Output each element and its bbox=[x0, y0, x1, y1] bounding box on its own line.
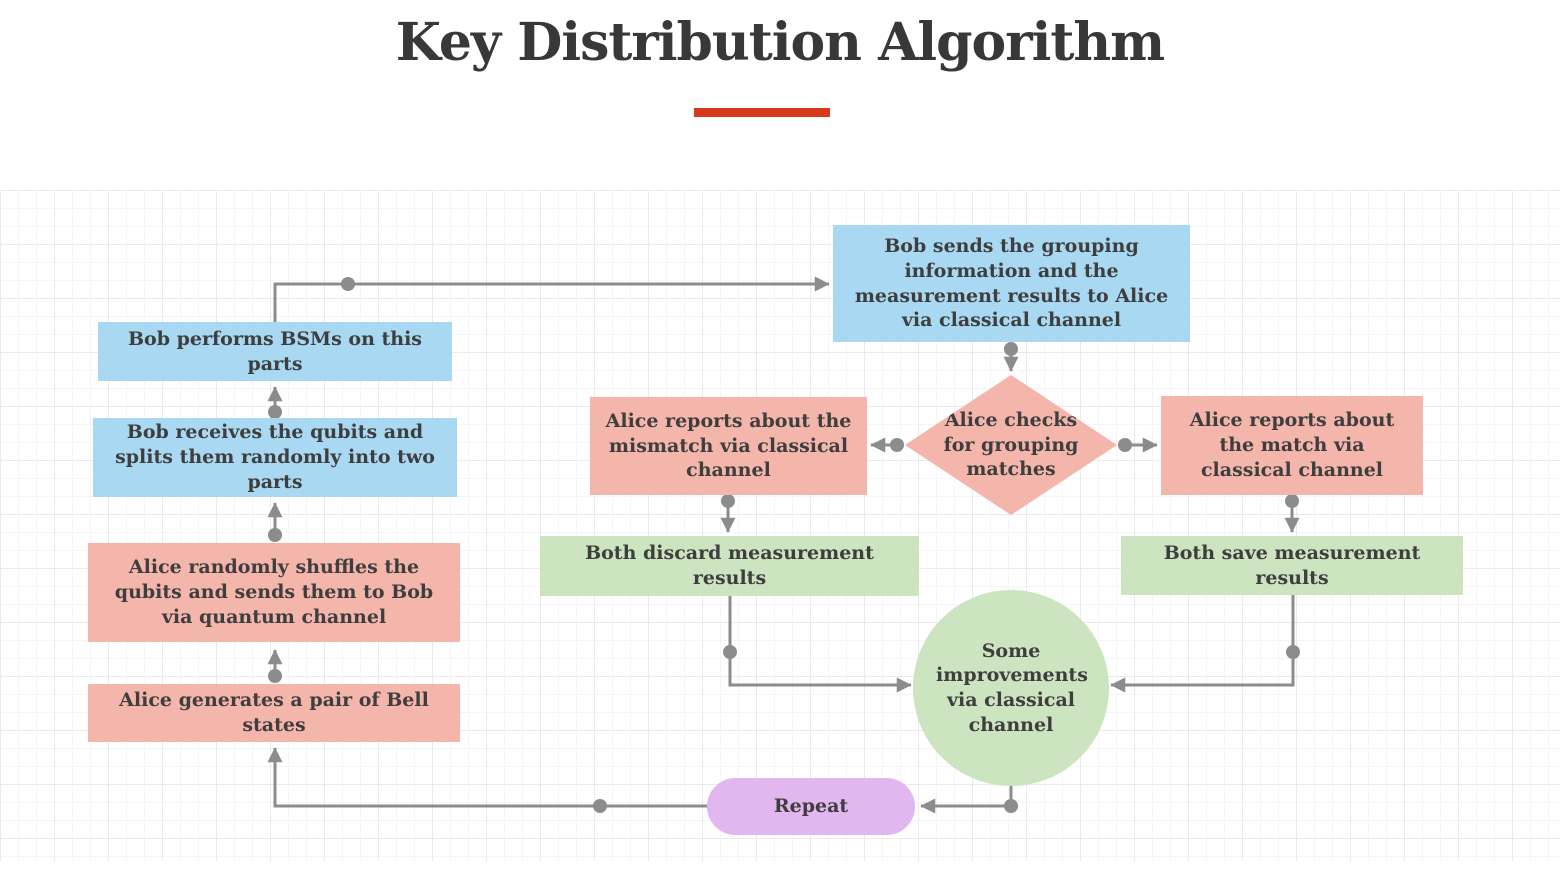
node-label: Alice generates a pair of Bell states bbox=[119, 689, 429, 736]
node-both-discard-results: Both discard measurement results bbox=[540, 536, 919, 596]
node-repeat: Repeat bbox=[707, 778, 915, 835]
node-label: Alice reports about the match via classi… bbox=[1189, 409, 1395, 481]
node-bob-performs-bsm: Bob performs BSMs on this parts bbox=[98, 322, 452, 381]
node-label: Some improvements via classical channel bbox=[936, 639, 1088, 736]
page-title: Key Distribution Algorithm bbox=[395, 12, 1165, 73]
node-improvements-classical-channel: Some improvements via classical channel bbox=[913, 590, 1109, 786]
node-alice-generates-bell-states: Alice generates a pair of Bell states bbox=[88, 684, 460, 742]
node-alice-reports-match: Alice reports about the match via classi… bbox=[1161, 396, 1423, 495]
node-label: Both discard measurement results bbox=[585, 542, 874, 589]
node-label: Both save measurement results bbox=[1163, 541, 1421, 589]
node-bob-sends-grouping-info: Bob sends the grouping information and t… bbox=[833, 225, 1190, 342]
node-label: Alice checks for grouping matches bbox=[943, 408, 1079, 481]
node-alice-reports-mismatch: Alice reports about the mismatch via cla… bbox=[590, 397, 867, 495]
node-label: Repeat bbox=[773, 795, 849, 818]
node-bob-receives-qubits: Bob receives the qubits and splits them … bbox=[93, 418, 457, 497]
title-underline bbox=[694, 108, 830, 117]
node-label: Bob sends the grouping information and t… bbox=[854, 235, 1169, 332]
node-both-save-results: Both save measurement results bbox=[1121, 536, 1463, 595]
node-alice-shuffles-qubits: Alice randomly shuffles the qubits and s… bbox=[88, 543, 460, 642]
node-label: Alice randomly shuffles the qubits and s… bbox=[114, 556, 434, 628]
diagram-grid-canvas bbox=[0, 190, 1560, 861]
node-label: Bob receives the qubits and splits them … bbox=[115, 421, 435, 493]
node-label: Bob performs BSMs on this parts bbox=[127, 327, 423, 375]
node-label: Alice reports about the mismatch via cla… bbox=[605, 409, 852, 482]
